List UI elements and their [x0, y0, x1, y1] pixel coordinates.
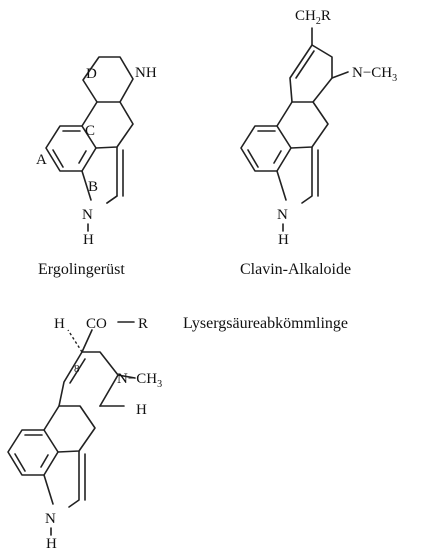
lysergic-r: R: [138, 316, 148, 332]
lysergic-indole-h: H: [46, 536, 57, 552]
caption-ergoline: Ergolingerüst: [38, 261, 125, 278]
clavine-ch2r: CH2R: [295, 8, 331, 27]
ergoline-indole-h: H: [83, 232, 94, 248]
lysergic-co: CO: [86, 316, 107, 332]
ring-label-c: C: [85, 123, 95, 139]
caption-clavine: Clavin-Alkaloide: [240, 261, 351, 278]
lysergic-position-8: 8: [74, 363, 80, 375]
clavine-structure: CH2R N−CH3 N H Clavin-Alkaloide: [240, 8, 397, 278]
ergoline-nh-top: NH: [135, 65, 157, 81]
lysergic-h-junction: H: [136, 402, 147, 418]
ring-label-a: A: [36, 152, 47, 168]
clavine-indole-n: N: [277, 207, 288, 223]
ring-label-d: D: [86, 66, 97, 82]
ergoline-indole-n: N: [82, 207, 93, 223]
clavine-n-methyl: N−CH3: [352, 65, 397, 84]
lysergic-indole-n: N: [45, 511, 56, 527]
clavine-indole-h: H: [278, 232, 289, 248]
lysergic-n-methyl: N−CH3: [117, 371, 162, 390]
ring-label-b: B: [88, 179, 98, 195]
lysergic-h-stereo: H: [54, 316, 65, 332]
caption-lysergic: Lysergsäureabkömmlinge: [183, 315, 348, 332]
lysergic-structure: H 8 CO R N−CH3 H N H Lysergsäureabkömmli…: [7, 315, 348, 552]
ergoline-structure: D C A B NH N H Ergolingerüst: [36, 56, 157, 278]
